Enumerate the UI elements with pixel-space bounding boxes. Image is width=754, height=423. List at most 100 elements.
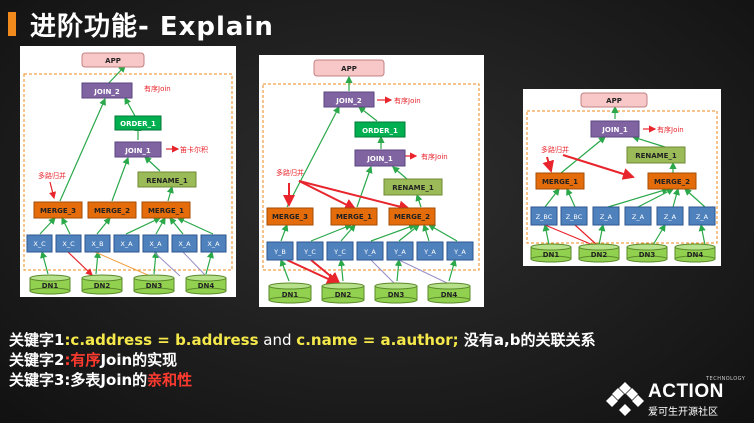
keyword-2-highlight: 有序 <box>70 351 101 369</box>
scan-node <box>386 241 414 261</box>
merge-node <box>647 172 697 190</box>
join-2-node <box>323 91 375 108</box>
scan-label: X_A <box>120 240 133 248</box>
scan-node <box>688 206 716 226</box>
scan-label: Z_BC <box>566 213 583 221</box>
title-accent-bar <box>8 12 16 36</box>
logo-action-text: ACTION <box>648 381 724 402</box>
scan-node <box>200 234 227 253</box>
scan-node <box>84 234 111 253</box>
merge-node <box>535 172 585 190</box>
order-1-label: ORDER_1 <box>120 120 156 128</box>
scan-label: Y_A <box>363 248 376 256</box>
dn-label: DN2 <box>94 282 111 290</box>
join-2-label: JOIN_2 <box>93 88 120 96</box>
scan-label: Y_C <box>333 248 346 256</box>
title-text: 进阶功能- Explain <box>30 11 274 42</box>
scan-node <box>356 241 384 261</box>
dn-label: DN4 <box>441 291 458 299</box>
dn-cylinder <box>674 243 716 263</box>
scan-node <box>55 234 82 253</box>
dn-label: DN3 <box>388 291 405 299</box>
merge-node <box>141 201 191 219</box>
rename-1-node <box>626 146 686 164</box>
app-label: APP <box>606 97 622 105</box>
diagram-2: APP JOIN_2 有序Join ORDER_1 JOIN_1 有序Join … <box>259 55 484 307</box>
join-2-node <box>81 82 133 99</box>
join-1-label: JOIN_1 <box>366 155 393 163</box>
scan-label: X_C <box>33 240 46 248</box>
scan-node <box>26 234 53 253</box>
merge-node <box>388 207 436 226</box>
scan-node <box>326 241 354 261</box>
merge-label: MERGE_1 <box>336 213 372 221</box>
page-title: 进阶功能- Explain <box>8 10 274 42</box>
scan-label: Z_A <box>696 213 709 221</box>
keyword-line-3: 关键字3:多表Join的亲和性 <box>9 370 595 390</box>
merge-label: MERGE_1 <box>148 207 184 215</box>
merge-node <box>266 207 314 226</box>
app-label: APP <box>341 65 357 73</box>
ordered-join-note: 有序Join <box>657 125 684 134</box>
keyword-caption: 关键字1:c.address = b.address and c.name = … <box>9 330 595 390</box>
app-node <box>313 59 385 77</box>
dn-cylinder <box>374 282 418 304</box>
dn-cylinder <box>133 274 175 295</box>
keyword-1-and: and <box>258 331 297 349</box>
merge-label: MERGE_3 <box>40 207 76 215</box>
join-2-label: JOIN_2 <box>335 97 362 105</box>
app-node <box>580 92 648 108</box>
multi-merge-note: 多路归并 <box>541 145 569 154</box>
keyword-2-colon: : <box>64 351 71 369</box>
dn-cylinder <box>427 282 471 304</box>
scan-label: Z_A <box>600 213 613 221</box>
merge-label: MERGE_3 <box>272 213 308 221</box>
join-1-node <box>354 149 406 167</box>
scan-label: Z_A <box>632 213 645 221</box>
keyword-line-2: 关键字2:有序Join的实现 <box>9 350 595 370</box>
scan-label: Z_BC <box>536 213 553 221</box>
scan-node <box>624 206 652 226</box>
merge-node <box>87 201 137 219</box>
join-1-node <box>114 141 162 158</box>
scan-label: X_C <box>62 240 75 248</box>
keyword-2-prefix: 关键字2 <box>9 351 65 369</box>
ordered-join-note: 有序Join <box>421 152 448 161</box>
scan-label: Y_A <box>423 248 436 256</box>
rename-1-label: RENAME_1 <box>146 177 188 185</box>
dn-label: DN2 <box>591 251 608 259</box>
scan-node <box>446 241 474 261</box>
action-logo: TECHNOLOGY ACTION 爱可生开源社区 <box>606 376 746 419</box>
merge-label: MERGE_2 <box>394 213 430 221</box>
logo-technology-text: TECHNOLOGY <box>706 376 746 382</box>
multi-merge-note: 多路归并 <box>38 171 66 180</box>
rename-1-label: RENAME_1 <box>635 152 677 160</box>
rename-1-node <box>383 178 443 196</box>
multi-merge-note: 多路归并 <box>276 168 304 177</box>
diagram-3: APP JOIN_1 有序Join 多路归并 RENAME_1 MERGE_1 … <box>523 89 721 266</box>
order-1-node <box>354 121 406 138</box>
merge-node <box>330 207 378 226</box>
keyword-2-suffix: Join的实现 <box>100 351 178 369</box>
merge-label: MERGE_2 <box>654 178 690 186</box>
keyword-1-expr-a: :c.address = b.address <box>64 331 259 349</box>
dn-label: DN3 <box>146 282 163 290</box>
scan-label: X_A <box>207 240 220 248</box>
scan-node <box>113 234 140 253</box>
ordered-join-note: 有序Join <box>144 84 171 93</box>
merge-node <box>33 201 83 219</box>
keyword-3-highlight: 亲和性 <box>147 371 193 389</box>
merge-label: MERGE_1 <box>542 178 578 186</box>
dn-label: DN1 <box>543 251 560 259</box>
scan-label: Z_A <box>664 213 677 221</box>
app-label: APP <box>105 57 121 65</box>
scan-label: Y_A <box>393 248 406 256</box>
dn-cylinder <box>321 282 365 304</box>
rename-1-node <box>137 171 197 188</box>
dn-label: DN1 <box>42 282 59 290</box>
scan-node <box>171 234 198 253</box>
scan-node <box>592 206 620 226</box>
scan-label: X_A <box>149 240 162 248</box>
keyword-3-prefix: 关键字3:多表Join的 <box>9 371 148 389</box>
dn-cylinder <box>626 243 668 263</box>
